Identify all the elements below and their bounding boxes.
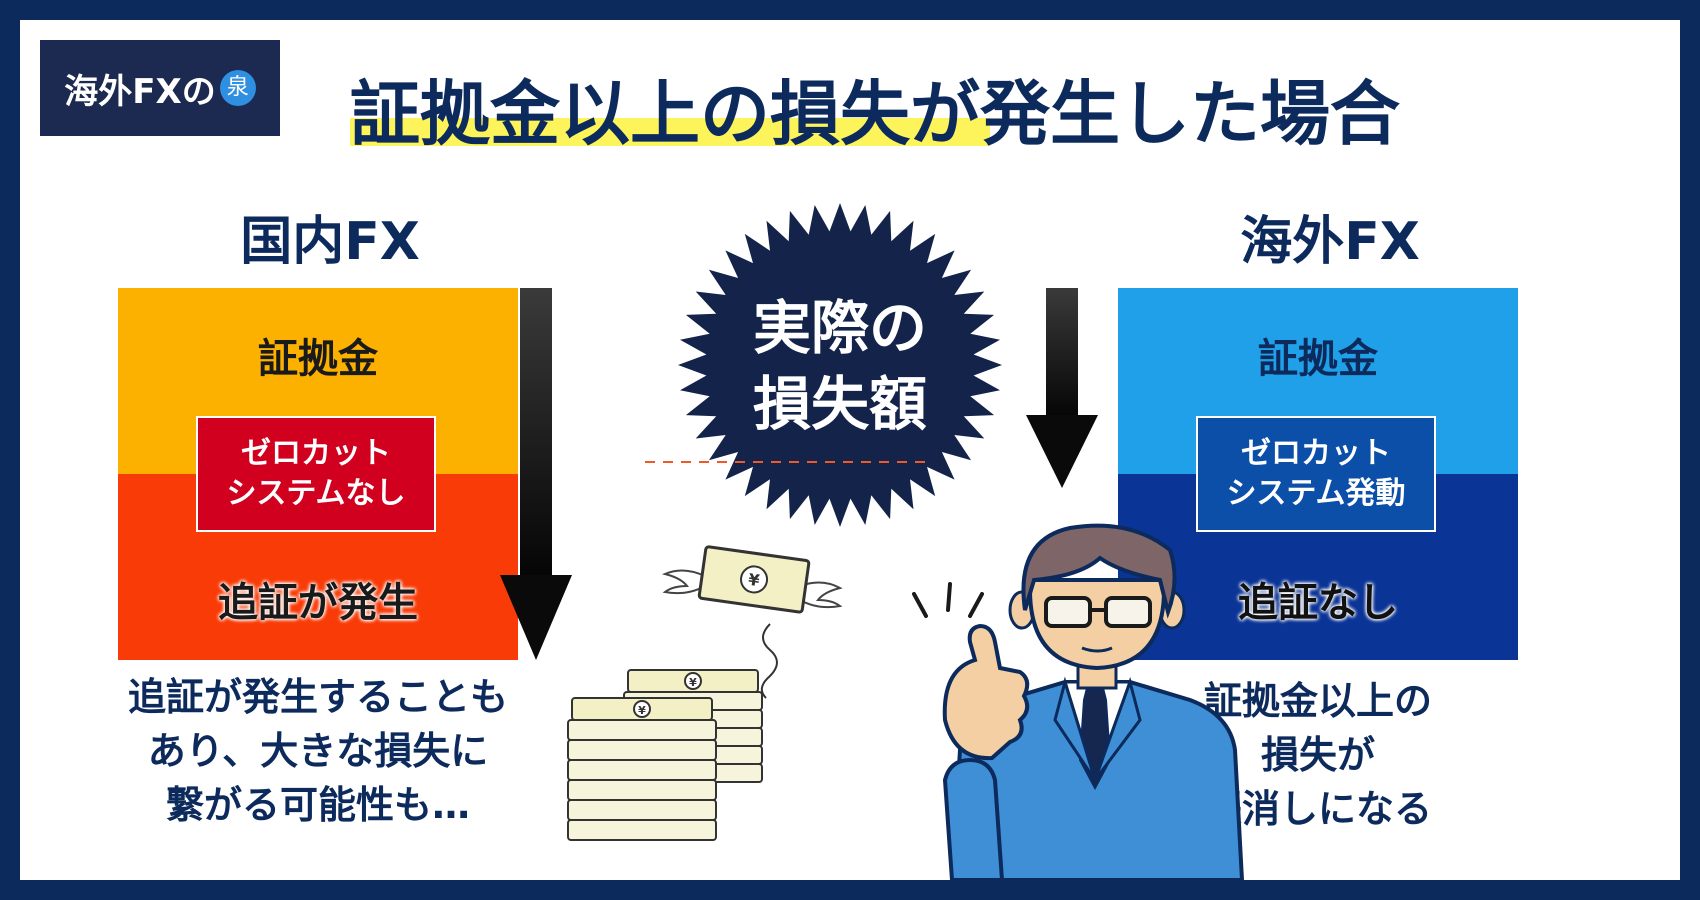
caption-line: 証拠金以上の: [1203, 679, 1432, 723]
starburst-badge: [645, 203, 1002, 527]
logo-text: 海外FXの: [64, 71, 216, 112]
burst-line: 損失額: [752, 370, 927, 438]
yen-symbol: ¥: [747, 570, 761, 590]
zero-cut-none-badge: ゼロカット システムなし: [196, 416, 436, 532]
infographic-frame: 海外FXの 泉 証拠金以上の損失が発生した場合 国内FX 海外FX 証拠金 ゼロ…: [20, 20, 1680, 880]
caption-line: 追証が発生することも: [127, 675, 508, 719]
left-down-arrow-icon: [500, 288, 572, 660]
zero-cut-line-2: システム発動: [1226, 476, 1406, 511]
caption-line: あり、大きな損失に: [147, 729, 489, 773]
site-logo[interactable]: 海外FXの 泉: [40, 40, 280, 136]
logo-badge-char: 泉: [226, 75, 249, 100]
overseas-fx-caption: 証拠金以上の 損失が 帳消しになる: [1128, 674, 1508, 836]
logo-badge-icon: 泉: [219, 70, 256, 106]
zero-cut-line-1: ゼロカット: [1241, 436, 1391, 471]
overseas-fx-heading: 海外FX: [1240, 212, 1420, 272]
zero-cut-line-2: システムなし: [226, 476, 406, 511]
illustration-layer: ¥ ¥ ¥: [500, 203, 1245, 880]
burst-line: 実際の: [752, 294, 927, 362]
money-stack-icon: ¥ ¥: [567, 669, 763, 841]
right-down-arrow-icon: [1026, 288, 1098, 488]
actual-loss-label: 実際の 損失額: [680, 290, 1000, 442]
domestic-fx-heading: 国内FX: [240, 212, 420, 272]
zero-cut-active-badge: ゼロカット システム発動: [1196, 416, 1436, 532]
margin-call-label: 追証が発生: [218, 580, 418, 626]
svg-text:¥: ¥: [638, 704, 646, 717]
businessman-thumbs-up-icon: [912, 523, 1245, 880]
svg-text:¥: ¥: [689, 676, 697, 689]
domestic-fx-caption: 追証が発生することも あり、大きな損失に 繋がる可能性も…: [88, 670, 548, 832]
flying-banknote-icon: ¥: [661, 545, 843, 699]
caption-line: 損失が: [1260, 733, 1375, 777]
page-title: 証拠金以上の損失が発生した場合: [350, 73, 1400, 155]
margin-label: 証拠金: [1258, 336, 1378, 382]
overseas-fx-box: 証拠金 ゼロカット システム発動 追証なし: [1118, 288, 1518, 660]
domestic-fx-box: 証拠金 ゼロカット システムなし 追証が発生: [118, 288, 518, 660]
zero-cut-line-1: ゼロカット: [241, 436, 391, 471]
title-highlight: [350, 118, 990, 146]
no-margin-call-label: 追証なし: [1238, 580, 1398, 626]
caption-line: 繋がる可能性も…: [165, 783, 470, 827]
margin-label: 証拠金: [258, 336, 378, 382]
caption-line: 帳消しになる: [1203, 787, 1432, 831]
